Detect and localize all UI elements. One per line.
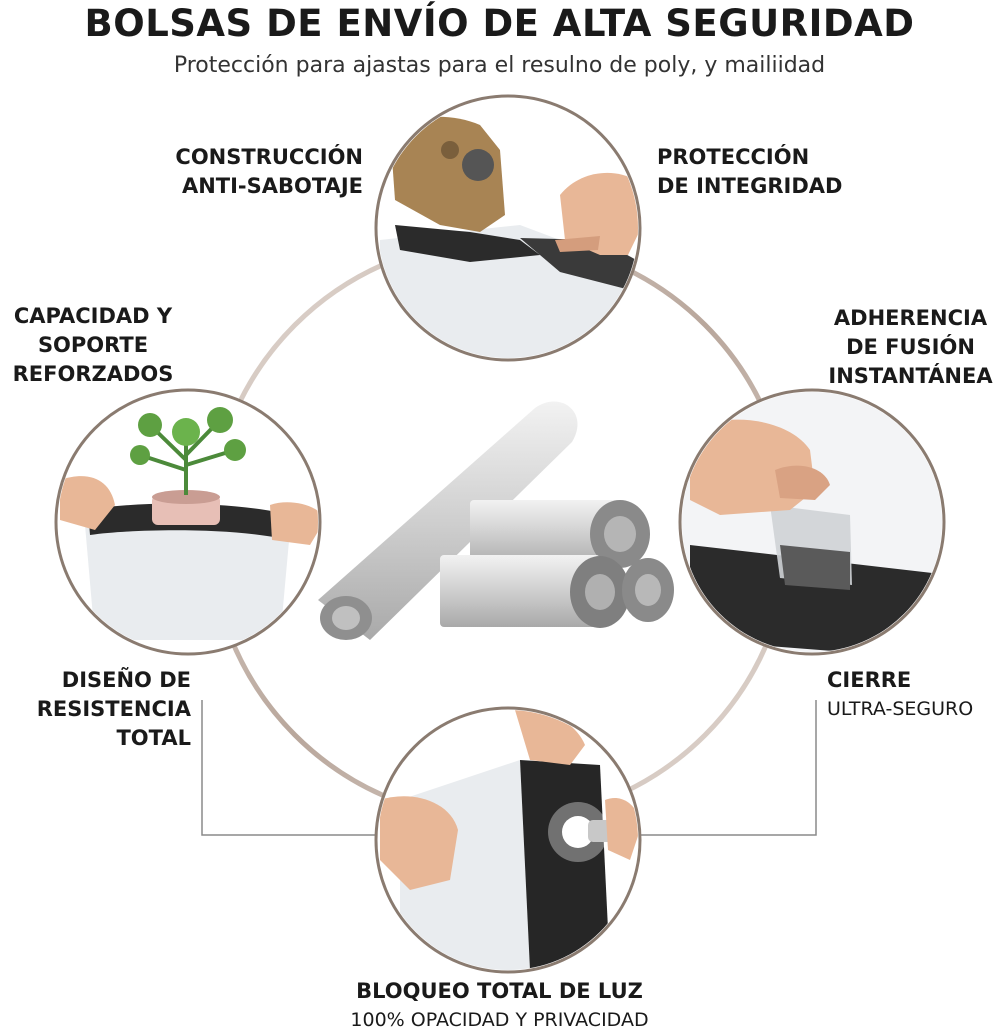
label-anti-sabotage: CONSTRUCCIÓN ANTI-SABOTAJE (175, 143, 363, 201)
bottom-frame (201, 700, 817, 836)
left-photo (54, 388, 322, 656)
page-title: BOLSAS DE ENVÍO DE ALTA SEGURIDAD (84, 2, 915, 45)
label-line: CONSTRUCCIÓN (175, 145, 363, 169)
label-line: SOPORTE (37, 333, 149, 357)
bottom-photo (374, 706, 642, 974)
label-line: REFORZADOS (12, 362, 174, 386)
label-line: DE INTEGRIDAD (657, 174, 843, 198)
page-subtitle: Protección para ajastas para el resulno … (173, 53, 826, 78)
right-photo (678, 388, 946, 656)
center-rolls (318, 401, 674, 640)
label-adhesion: ADHERENCIA DE FUSIÓN INSTANTÁNEA (822, 304, 999, 391)
label-resistance: DISEÑO DE RESISTENCIA TOTAL (37, 666, 191, 753)
label-line: ULTRA-SEGURO (827, 698, 974, 720)
label-closure: CIERRE ULTRA-SEGURO (827, 666, 973, 724)
label-line: INSTANTÁNEA (828, 364, 993, 388)
label-line: TOTAL (116, 726, 191, 750)
label-line: ANTI-SABOTAJE (181, 174, 363, 198)
label-line: CAPACIDAD Y (13, 304, 173, 328)
label-capacity: CAPACIDAD Y SOPORTE REFORZADOS (0, 302, 186, 389)
label-line: ADHERENCIA (833, 306, 988, 330)
label-line: BLOQUEO TOTAL DE LUZ (356, 979, 643, 1003)
label-integrity: PROTECCIÓN DE INTEGRIDAD (657, 143, 842, 201)
label-line: DE FUSIÓN (846, 335, 975, 359)
top-photo (374, 94, 642, 362)
label-line: RESISTENCIA (36, 697, 191, 721)
label-line: 100% OPACIDAD Y PRIVACIDAD (350, 1009, 649, 1031)
label-line: PROTECCIÓN (657, 145, 810, 169)
label-light-block: BLOQUEO TOTAL DE LUZ 100% OPACIDAD Y PRI… (0, 977, 999, 1035)
label-line: DISEÑO DE (61, 668, 191, 692)
label-line: CIERRE (827, 668, 912, 692)
